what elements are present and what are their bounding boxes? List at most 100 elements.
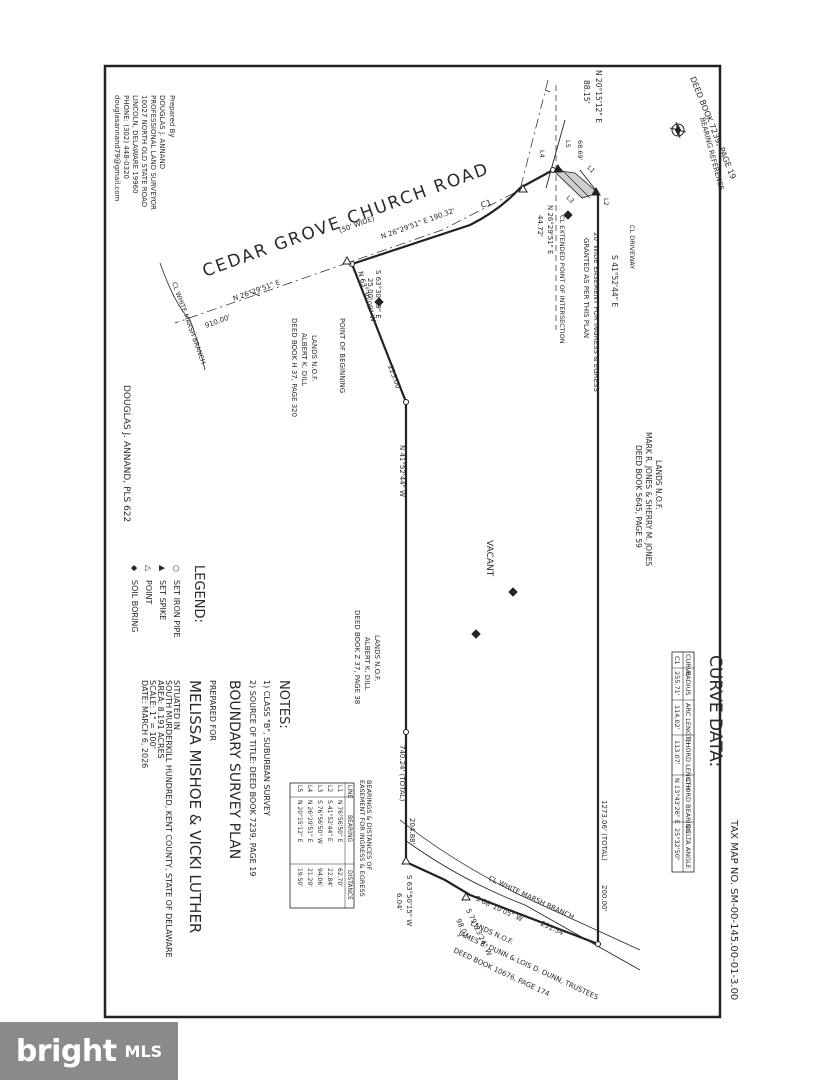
svg-text:PROFESSIONAL LAND SURVEYOR: PROFESSIONAL LAND SURVEYOR xyxy=(149,95,157,210)
svg-text:N 26°29'51" E: N 26°29'51" E xyxy=(306,800,313,843)
label-dist-200: 200.00' xyxy=(600,885,608,911)
north-arrow-icon xyxy=(669,121,687,139)
svg-text:CHORD LENGTH: CHORD LENGTH xyxy=(684,738,692,790)
svg-text:L1: L1 xyxy=(336,785,343,792)
label-dist-6869: 68.69' xyxy=(576,140,584,161)
dill-line-1: LANDS N.O.F. xyxy=(310,335,318,381)
svg-text:BEARING: BEARING xyxy=(346,815,353,842)
svg-text:CURVE DATA:: CURVE DATA: xyxy=(705,655,725,767)
svg-text:L5: L5 xyxy=(296,785,303,792)
dill-line-3: DEED BOOK H 37, PAGE 320 xyxy=(290,318,298,417)
label-s41-top: S 41°52'44" E xyxy=(610,255,619,307)
bright-mls-watermark: bright MLS xyxy=(0,1022,178,1080)
area: AREA: 8.191 ACRES xyxy=(156,680,165,759)
svg-text:25°32'50": 25°32'50" xyxy=(673,828,681,861)
svg-text:C1: C1 xyxy=(673,656,681,665)
label-pob: POINT OF BEGINNING xyxy=(338,318,346,393)
dill-b-line-3: DEED BOOK Z 37, PAGE 38 xyxy=(353,610,361,704)
legend: LEGEND: ○ SET IRON PIPE ▲ SET SPIKE △ PO… xyxy=(130,565,206,637)
legend-triangle-outline-icon: △ xyxy=(144,565,153,572)
svg-text:S 41°52'44" E: S 41°52'44" E xyxy=(326,800,333,842)
curve-data-table: CURVE RADIUS ARC LENGTH CHORD LENGTH CHO… xyxy=(671,651,695,873)
tax-map-number: TAX MAP NO. SM-00-145.00-01-3.00 xyxy=(728,819,739,1000)
svg-text:N 13°43'26" E: N 13°43'26" E xyxy=(673,778,681,824)
svg-text:EASEMENT FOR INGRESS & EGRESS: EASEMENT FOR INGRESS & EGRESS xyxy=(358,780,366,897)
label-n2015-dist: 88.15' xyxy=(582,80,591,104)
svg-text:10027 NORTH OLD STATE ROAD: 10027 NORTH OLD STATE ROAD xyxy=(140,95,148,207)
svg-text:19.50': 19.50' xyxy=(296,868,303,887)
legend-triangle-filled-icon: ▲ xyxy=(158,565,167,572)
svg-text:L4: L4 xyxy=(306,785,313,792)
label-s6330b-dist: 6.04' xyxy=(395,893,403,911)
label-easement-1: 20' WIDE EASEMENT FOR INGRESS & EGRESS xyxy=(592,232,600,392)
svg-text:L2: L2 xyxy=(326,785,333,792)
plan-title: BOUNDARY SURVEY PLAN xyxy=(226,680,242,859)
svg-text:114.02': 114.02' xyxy=(673,705,681,730)
label-n2015: N 20°15'12" E xyxy=(594,70,603,123)
label-l1: L1 xyxy=(586,164,597,175)
label-cl-driveway: CL DRIVEWAY xyxy=(628,225,636,269)
svg-text:62.70': 62.70' xyxy=(336,868,343,887)
svg-text:CHORD BEARING: CHORD BEARING xyxy=(684,778,692,833)
legend-label-point: POINT xyxy=(144,580,153,604)
svg-text:BEARINGS & DISTANCES OF: BEARINGS & DISTANCES OF xyxy=(365,780,373,870)
prepared-by: Prepared By DOUGLAS J. ANNAND PROFESSION… xyxy=(113,95,176,210)
svg-text:22.84': 22.84' xyxy=(326,868,333,887)
label-vacant: VACANT xyxy=(484,540,494,577)
svg-text:Prepared By: Prepared By xyxy=(168,95,176,138)
svg-text:255.71': 255.71' xyxy=(673,671,681,696)
svg-text:94.06': 94.06' xyxy=(316,868,323,887)
situated-label: SITUATED IN xyxy=(172,680,181,730)
note-1: 1) CLASS "B", SUBURBAN SURVEY xyxy=(262,680,271,816)
svg-text:N 76°56'50" E: N 76°56'50" E xyxy=(336,800,343,843)
brand-suffix: MLS xyxy=(124,1041,163,1061)
surveyor-signature: DOUGLAS J. ANNAND, PLS 622 xyxy=(121,385,131,522)
legend-diamond-icon: ◆ xyxy=(130,565,139,572)
curve-data-title: CURVE DATA: xyxy=(705,655,725,767)
svg-text:N 20°15'12" E: N 20°15'12" E xyxy=(296,800,303,843)
svg-text:CURVE: CURVE xyxy=(684,654,692,676)
label-easement-2: GRANTED AS PER THIS PLAN xyxy=(582,238,590,338)
sheet-border xyxy=(103,64,722,1019)
label-cl-extended: CL EXTENDED POINT OF INTERSECTION xyxy=(558,215,566,344)
svg-text:DISTANCE: DISTANCE xyxy=(346,870,353,900)
note-2: 2) SOURCE OF TITLE: DEED BOOK 7239, PAGE… xyxy=(248,680,257,876)
dill-b-line-1: LANDS N.O.F. xyxy=(373,635,381,681)
location: SOUTH MURDERKILL HUNDRED, KENT COUNTY, S… xyxy=(164,680,173,958)
label-l2: L2 xyxy=(602,198,610,206)
svg-text:RADIUS: RADIUS xyxy=(684,671,692,696)
svg-text:ARC LENGTH: ARC LENGTH xyxy=(684,703,692,745)
jones-line-2: MARK R. JONES & SHERRY M. JONES xyxy=(644,432,653,566)
notes-title: NOTES: xyxy=(276,680,291,729)
svg-text:LINCOLN, DELAWARE 19960: LINCOLN, DELAWARE 19960 xyxy=(131,95,139,194)
label-dist-204: 204.88' xyxy=(408,818,416,844)
svg-text:21.29': 21.29' xyxy=(306,868,313,887)
legend-circle-icon: ○ xyxy=(172,565,181,572)
legend-label-iron-pipe: SET IRON PIPE xyxy=(172,580,181,637)
label-l5: L5 xyxy=(564,140,572,148)
dill-line-2: ALBERT K. DILL xyxy=(300,333,308,386)
prepared-for-label: PREPARED FOR xyxy=(208,680,217,741)
legend-title: LEGEND: xyxy=(191,565,206,623)
label-total-1273: 1273.06' (TOTAL) xyxy=(600,800,608,861)
label-n2629: N 26°29'51" E xyxy=(546,205,554,254)
notes-block: NOTES: 1) CLASS "B", SUBURBAN SURVEY 2) … xyxy=(140,680,291,958)
label-c1: C1 xyxy=(480,198,493,210)
label-n2629-dist: 44.72' xyxy=(536,215,544,237)
svg-text:S 76°56'50" W: S 76°56'50" W xyxy=(316,800,323,844)
svg-text:PHONE: (302) 448-0320: PHONE: (302) 448-0320 xyxy=(122,95,130,179)
svg-text:LINE: LINE xyxy=(346,785,353,799)
label-l4: L4 xyxy=(538,150,546,158)
label-s6330: S 63°30'09" E xyxy=(374,270,382,319)
svg-text:L3: L3 xyxy=(316,785,323,792)
date: DATE: MARCH 6, 2026 xyxy=(140,680,149,768)
easement-table: BEARINGS & DISTANCES OF EASEMENT FOR ING… xyxy=(289,780,373,909)
svg-text:DOUGLAS J. ANNAND: DOUGLAS J. ANNAND xyxy=(158,95,166,169)
jones-line-3: DEED BOOK 5645, PAGE 59 xyxy=(634,445,643,548)
legend-label-spike: SET SPIKE xyxy=(158,580,167,620)
brand-name: bright xyxy=(15,1033,117,1069)
label-l3: L3 xyxy=(565,194,576,205)
client-name: MELISSA MISHOE & VICKI LUTHER xyxy=(186,680,204,933)
legend-label-soil-boring: SOIL BORING xyxy=(130,580,139,632)
